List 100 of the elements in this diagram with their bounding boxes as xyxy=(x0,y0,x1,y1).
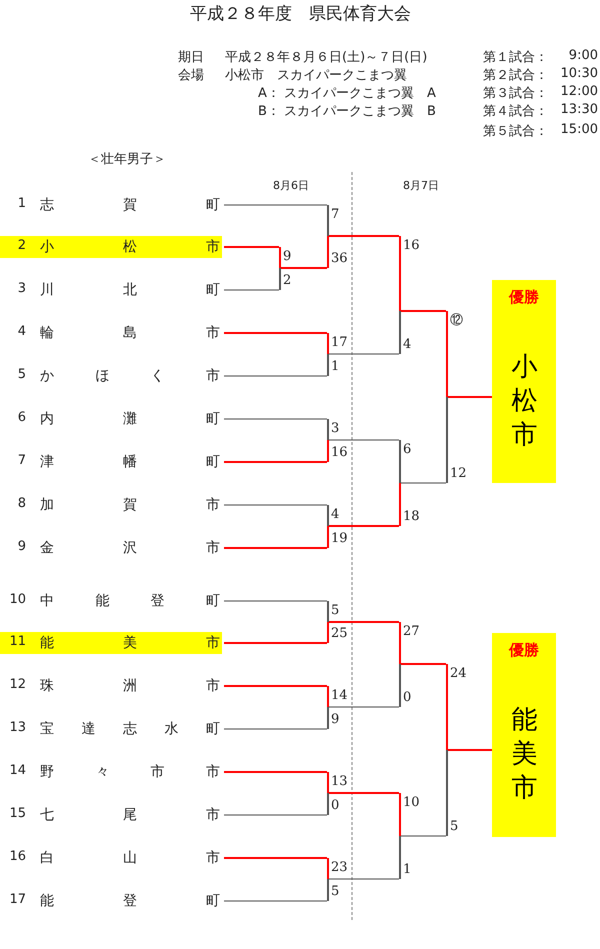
entry-number: 13 xyxy=(8,720,26,735)
bracket-line xyxy=(448,749,492,751)
venue-text: B： スカイパークこまつ翼 B xyxy=(258,103,436,120)
bracket-line xyxy=(329,235,399,237)
bracket-line xyxy=(329,792,399,794)
bracket-line xyxy=(329,525,399,527)
entry-number: 10 xyxy=(8,592,26,607)
entry-number: 9 xyxy=(16,539,26,554)
bracket-line xyxy=(327,505,329,548)
venue-text: 小松市 スカイパークこまつ翼 xyxy=(225,67,407,84)
bracket-line xyxy=(279,247,281,290)
bracket-line xyxy=(327,686,329,729)
bracket-line xyxy=(327,858,329,901)
time-text: 10:30 xyxy=(560,66,598,81)
match-label: 第５試合： xyxy=(483,123,548,140)
bracket-line xyxy=(224,642,327,644)
winner-name: 小松市 xyxy=(511,351,538,452)
bracket-line xyxy=(281,267,327,269)
time-text: 12:00 xyxy=(560,84,598,99)
bracket-line xyxy=(224,900,328,902)
team-name: 七尾市 xyxy=(40,806,220,824)
team-name: 能美市 xyxy=(40,634,220,652)
bracket-line xyxy=(224,685,327,687)
winner-heading: 優勝 xyxy=(508,641,540,660)
bracket-line xyxy=(446,311,448,483)
bracket-line xyxy=(224,246,279,248)
team-name: 川北町 xyxy=(40,281,220,299)
entry-number: 11 xyxy=(8,634,26,649)
winner-heading: 優勝 xyxy=(508,288,540,307)
bracket-line xyxy=(224,547,327,549)
bracket-line xyxy=(224,418,328,420)
bracket-line xyxy=(327,419,329,462)
highlighted-team-row xyxy=(0,632,222,654)
team-name: かほく市 xyxy=(40,367,220,385)
entry-number: 12 xyxy=(8,677,26,692)
entry-number: 1 xyxy=(16,196,26,211)
field-label: 会場 xyxy=(178,67,204,84)
team-name: 内灘町 xyxy=(40,410,220,428)
time-text: 15:00 xyxy=(560,122,598,137)
bracket-line xyxy=(224,461,327,463)
bracket-line xyxy=(224,814,328,816)
entry-number: 2 xyxy=(16,238,26,253)
highlighted-team-row xyxy=(0,236,222,258)
time-text: 13:30 xyxy=(560,102,598,117)
score-label: ⑫ xyxy=(449,313,464,328)
bracket-line xyxy=(401,310,446,312)
time-text: 9:00 xyxy=(568,48,598,63)
bracket-line xyxy=(328,706,400,708)
team-name: 野々市市 xyxy=(40,763,220,781)
team-name: 金沢市 xyxy=(40,539,220,557)
bracket-line xyxy=(448,396,492,398)
team-name: 白山市 xyxy=(40,849,220,867)
team-name: 津幡町 xyxy=(40,453,220,471)
entry-number: 7 xyxy=(16,453,26,468)
entry-number: 3 xyxy=(16,281,26,296)
bracket-line xyxy=(224,204,328,206)
bracket-line xyxy=(399,440,401,526)
field-label: 期日 xyxy=(178,49,204,66)
team-name: 中能登町 xyxy=(40,592,220,610)
match-label: 第４試合： xyxy=(483,103,548,120)
entry-number: 16 xyxy=(8,849,26,864)
bracket-line xyxy=(224,728,328,730)
bracket-line xyxy=(224,857,327,859)
bracket-line xyxy=(401,663,446,665)
bracket-line xyxy=(328,878,400,880)
bracket-line xyxy=(446,664,448,836)
title: 平成２８年度 県民体育大会 xyxy=(190,3,411,25)
match-label: 第２試合： xyxy=(483,67,548,84)
bracket-line xyxy=(400,482,446,484)
date-text: 平成２８年８月６日(土)～７日(日) xyxy=(225,49,428,66)
team-name: 小松市 xyxy=(40,238,220,256)
bracket-line xyxy=(327,772,329,815)
bracket-line xyxy=(224,600,328,602)
bracket-line xyxy=(224,771,327,773)
match-label: 第１試合： xyxy=(483,49,548,66)
team-name: 珠洲市 xyxy=(40,677,220,695)
entry-number: 17 xyxy=(8,892,26,907)
entry-number: 15 xyxy=(8,806,26,821)
bracket-line xyxy=(399,622,401,707)
team-name: 輪島市 xyxy=(40,324,220,342)
day-label: 8月7日 xyxy=(403,178,439,193)
bracket-line xyxy=(327,205,329,268)
bracket-line xyxy=(327,601,329,643)
entry-number: 4 xyxy=(16,324,26,339)
team-name: 宝達志水町 xyxy=(40,720,220,738)
winner-box xyxy=(492,633,556,837)
category-heading: ＜壮年男子＞ xyxy=(88,151,166,168)
match-label: 第３試合： xyxy=(483,85,548,102)
winner-box xyxy=(492,280,556,483)
bracket-line xyxy=(224,332,327,334)
bracket-line xyxy=(327,333,329,376)
bracket-line xyxy=(399,793,401,879)
entry-number: 6 xyxy=(16,410,26,425)
bracket-line xyxy=(399,236,401,354)
team-name: 志賀町 xyxy=(40,196,220,214)
team-name: 能登町 xyxy=(40,892,220,910)
bracket-line xyxy=(329,621,399,623)
team-name: 加賀市 xyxy=(40,496,220,514)
bracket-line xyxy=(224,504,328,506)
entry-number: 8 xyxy=(16,496,26,511)
